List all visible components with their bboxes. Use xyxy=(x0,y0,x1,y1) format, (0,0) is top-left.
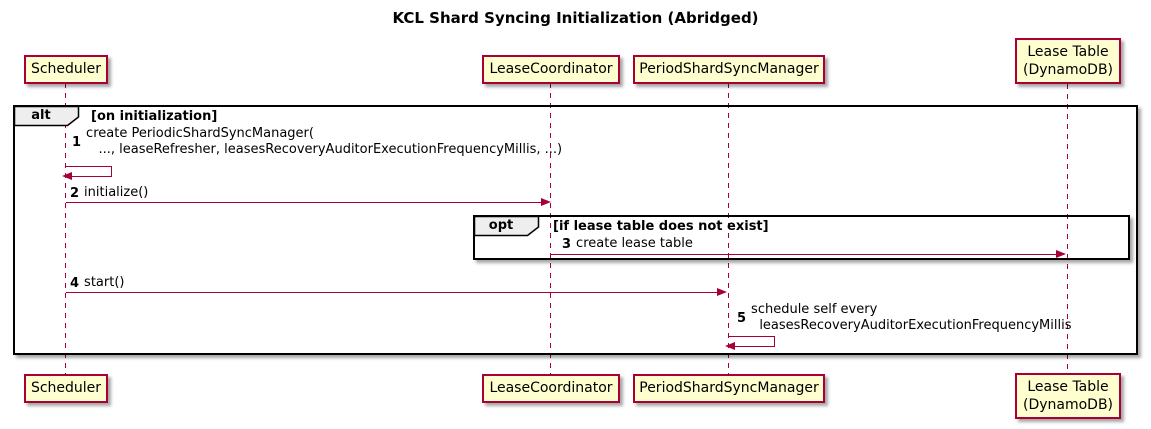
participant-bottom-lease-coordinator: LeaseCoordinator xyxy=(482,374,620,403)
message-5-arrowhead xyxy=(725,342,735,350)
alt-operator-pentagon xyxy=(14,106,80,127)
message-3-number: 3 xyxy=(562,236,572,252)
message-3-label: 3 create lease table xyxy=(562,236,693,252)
opt-frame: opt [if lease table does not exist] xyxy=(473,215,1130,260)
opt-operator-pentagon xyxy=(474,216,540,237)
message-1-label: 1 create PeriodicShardSyncManager( ..., … xyxy=(72,126,562,158)
lifeline-lease-coordinator xyxy=(550,83,551,375)
message-1-self-arrow xyxy=(66,166,112,177)
message-1-text: create PeriodicShardSyncManager( ..., le… xyxy=(86,126,563,157)
alt-frame: alt [on initialization] xyxy=(13,105,1138,355)
message-2-arrow xyxy=(66,202,542,203)
lifeline-period-shard-sync-manager xyxy=(728,83,729,375)
participant-top-scheduler: Scheduler xyxy=(24,55,108,84)
message-2-number: 2 xyxy=(70,185,80,201)
opt-condition-label: [if lease table does not exist] xyxy=(553,219,769,234)
lifeline-lease-table xyxy=(1067,84,1068,374)
message-4-label: 4 start() xyxy=(70,275,124,291)
opt-operator-label: opt xyxy=(488,218,514,233)
message-2-text: initialize() xyxy=(84,185,149,200)
message-5-number: 5 xyxy=(737,310,747,326)
message-5-label: 5 schedule self every leasesRecoveryAudi… xyxy=(737,302,1072,334)
message-3-text: create lease table xyxy=(576,236,693,251)
message-3-arrowhead xyxy=(1056,250,1066,258)
message-2-arrowhead xyxy=(541,198,551,206)
message-1-arrowhead xyxy=(62,172,72,180)
message-2-label: 2 initialize() xyxy=(70,185,148,201)
participant-top-period-shard-sync-manager: PeriodShardSyncManager xyxy=(633,55,825,84)
alt-operator-label: alt xyxy=(31,108,51,123)
alt-condition-label: [on initialization] xyxy=(91,109,218,124)
message-4-text: start() xyxy=(84,275,125,290)
participant-bottom-scheduler: Scheduler xyxy=(24,374,108,403)
participant-top-lease-table: Lease Table (DynamoDB) xyxy=(1015,38,1121,84)
message-4-arrow xyxy=(66,292,718,293)
message-1-number: 1 xyxy=(72,134,82,150)
message-4-arrowhead xyxy=(717,288,727,296)
lifeline-scheduler xyxy=(65,83,66,375)
message-4-number: 4 xyxy=(70,275,80,291)
participant-bottom-lease-table: Lease Table (DynamoDB) xyxy=(1015,373,1121,419)
message-5-self-arrow xyxy=(729,336,775,347)
message-3-arrow xyxy=(551,254,1057,255)
participant-bottom-period-shard-sync-manager: PeriodShardSyncManager xyxy=(633,374,825,403)
message-5-text: schedule self every leasesRecoveryAudito… xyxy=(751,302,1072,333)
participant-top-lease-coordinator: LeaseCoordinator xyxy=(482,55,620,84)
diagram-title: KCL Shard Syncing Initialization (Abridg… xyxy=(392,9,759,27)
